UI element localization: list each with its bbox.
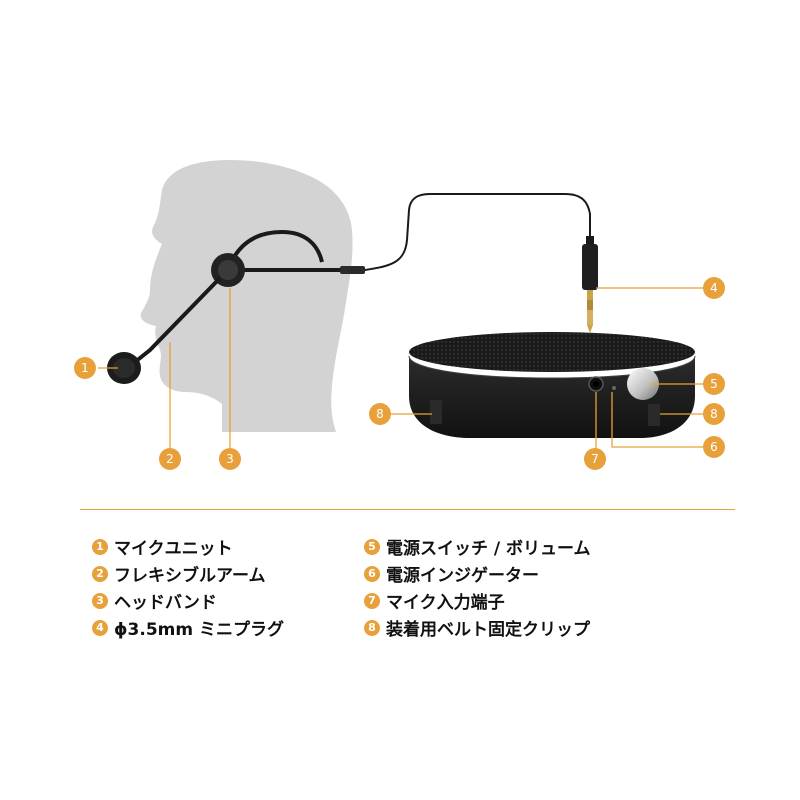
legend-right-column: 5 電源スイッチ / ボリューム 6 電源インジゲーター 7 マイク入力端子 8… [364,533,591,641]
legend-item: 5 電源スイッチ / ボリューム [364,533,591,560]
headset-cable [364,193,591,271]
legend-label: 電源スイッチ / ボリューム [386,539,591,559]
head-silhouette [140,160,353,432]
headband [226,229,324,271]
legend-item: 8 装着用ベルト固定クリップ [364,614,591,641]
legend-number: 3 [92,592,108,609]
legend-label: 装着用ベルト固定クリップ [386,620,590,640]
callout-1: 1 [74,357,96,379]
callout-2: 2 [159,448,181,470]
callout-3: 3 [219,448,241,470]
legend-number: 2 [92,565,108,582]
legend-label: ϕ3.5mm ミニプラグ [114,620,284,640]
callout-6: 6 [703,436,725,458]
legend-number: 8 [364,619,380,636]
callout-8-left: 8 [369,403,391,425]
legend-number: 7 [364,592,380,609]
legend-item: 4 ϕ3.5mm ミニプラグ [92,614,284,641]
cable-connector [340,266,365,274]
legend-divider [80,509,735,510]
legend-label: ヘッドバンド [114,593,217,613]
legend-left-column: 1 マイクユニット 2 フレキシブルアーム 3 ヘッドバンド 4 ϕ3.5mm … [92,533,284,641]
callout-5: 5 [703,373,725,395]
amplifier-device [408,332,696,438]
legend-item: 2 フレキシブルアーム [92,560,284,587]
diagram-illustration [98,160,707,458]
power-indicator [612,386,616,390]
ear-piece-center [218,260,238,280]
legend-number: 5 [364,538,380,555]
legend-item: 6 電源インジゲーター [364,560,591,587]
legend-item: 3 ヘッドバンド [92,587,284,614]
legend-label: マイク入力端子 [386,593,505,613]
callout-8-right: 8 [703,403,725,425]
flexible-arm [133,276,222,364]
legend-item: 7 マイク入力端子 [364,587,591,614]
legend-number: 6 [364,565,380,582]
legend-label: フレキシブルアーム [114,566,266,586]
callout-4: 4 [703,277,725,299]
callout-7: 7 [584,448,606,470]
legend-item: 1 マイクユニット [92,533,284,560]
legend-label: マイクユニット [114,539,233,559]
legend-number: 1 [92,538,108,555]
mini-plug [582,236,598,333]
mic-unit-grill [113,358,135,378]
legend-label: 電源インジゲーター [386,566,539,586]
power-volume-knob [627,368,659,400]
legend-number: 4 [92,619,108,636]
leader-lines [98,287,707,458]
product-diagram: 1 2 3 4 5 8 6 7 8 [74,160,725,470]
